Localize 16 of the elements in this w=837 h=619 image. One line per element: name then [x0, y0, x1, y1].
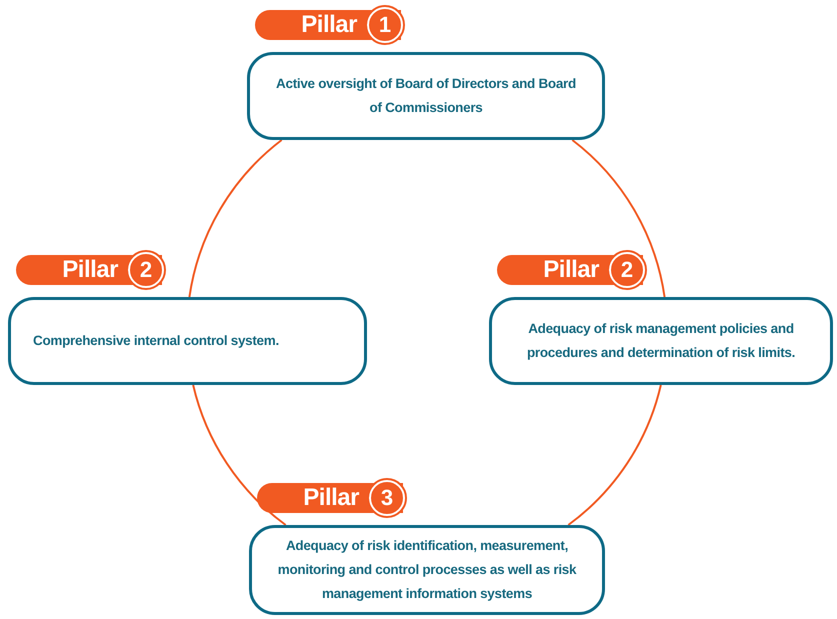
connector-arc — [572, 139, 666, 298]
connector-arc — [188, 139, 282, 298]
connector-arc — [568, 384, 662, 526]
box-text: Comprehensive internal control system. — [33, 332, 279, 350]
pillar-label: Pillar — [543, 258, 599, 282]
box-text: Adequacy of risk management policies and procedures and determination of risk limits. — [526, 320, 796, 362]
pillar-label: Pillar — [303, 486, 359, 510]
number-badge: 1 — [367, 7, 403, 43]
number-badge: 2 — [609, 252, 645, 288]
box-text: Adequacy of risk identification, measurement, monitoring and control processes as well as risk management information systems — [276, 537, 578, 603]
pillar-label: Pillar — [62, 258, 118, 282]
number-badge: 2 — [128, 252, 164, 288]
connector-arc — [192, 384, 286, 526]
number-badge: 3 — [369, 480, 405, 516]
box-text: Active oversight of Board of Directors and Board of Commissioners — [275, 75, 577, 117]
pillar-label: Pillar — [301, 13, 357, 37]
